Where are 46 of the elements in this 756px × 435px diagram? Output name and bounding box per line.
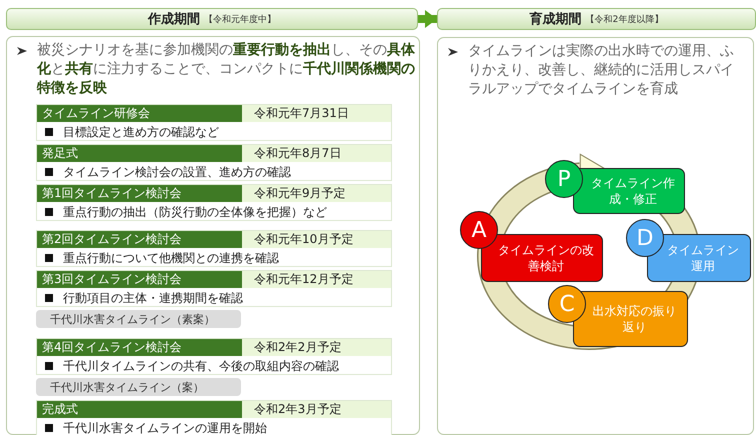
event-date: 令和元年9月予定	[242, 185, 391, 202]
arrow	[418, 10, 437, 28]
event-name: 第2回タイムライン検討会	[37, 231, 242, 248]
event-description: 重点行動について他機関との連携を確認	[63, 250, 279, 267]
event-description: 目標設定と進め方の確認など	[63, 124, 219, 141]
schedule-row	[36, 230, 392, 267]
event-description: 重点行動の抽出（防災行動の全体像を把握）など	[63, 204, 327, 221]
period-header	[437, 8, 756, 30]
schedule-row	[36, 184, 392, 221]
event-date: 令和2年3月予定	[242, 401, 391, 418]
event-date: 令和元年10月予定	[242, 231, 391, 248]
header-subtitle: 【令和元年度中】	[204, 14, 276, 26]
schedule-row	[36, 270, 392, 307]
event-date: 令和元年12月予定	[242, 271, 391, 288]
event-date: 令和2年2月予定	[242, 339, 391, 356]
event-date: 令和元年8月7日	[242, 145, 391, 162]
panel-background	[6, 36, 420, 435]
event-name: 第4回タイムライン検討会	[37, 339, 242, 356]
panel-background	[437, 37, 754, 435]
letter-circle: P	[545, 160, 583, 198]
step-box: タイムライン作成・修正	[573, 168, 685, 214]
step-box: 出水対応の振り返り	[573, 291, 688, 347]
letter-circle: A	[460, 211, 498, 249]
draft-label: 千代川水害タイムライン（案）	[36, 378, 241, 396]
event-description: 千代川タイムラインの共有、今後の取組内容の確認	[63, 358, 339, 375]
bullet-paragraph: 被災シナリオを基に参加機関の重要行動を抽出し、その具体化と共有に注力することで、コンパクトに千代川関係機関の特徴を反映	[15, 41, 415, 98]
event-name: タイムライン研修会	[37, 105, 242, 122]
event-name: 第3回タイムライン検討会	[37, 271, 242, 288]
header-title: 作成期間	[148, 11, 200, 28]
event-name: 発足式	[37, 145, 242, 162]
event-name: 完成式	[37, 401, 242, 418]
event-date: 令和元年7月31日	[242, 105, 391, 122]
header-subtitle: 【令和2年度以降】	[586, 14, 664, 26]
event-description: 千代川水害タイムラインの運用を開始	[63, 420, 267, 435]
header-title: 育成期間	[530, 10, 582, 28]
period-header	[6, 8, 418, 30]
letter-circle: C	[548, 285, 586, 323]
event-description: 行動項目の主体・連携期間を確認	[63, 290, 243, 307]
draft-label: 千代川水害タイムライン（素案）	[36, 310, 241, 328]
bullet-paragraph: タイムラインは実際の出水時での運用、ふりかえり、改善し、継続的に活用しスパイラルアップでタイムラインを育成	[446, 42, 746, 99]
event-description: タイムライン検討会の設置、進め方の確認	[63, 164, 291, 181]
schedule-row	[36, 104, 392, 141]
event-name: 第1回タイムライン検討会	[37, 185, 242, 202]
schedule-row	[36, 144, 392, 181]
schedule-row	[36, 338, 392, 375]
schedule-row	[36, 400, 392, 435]
